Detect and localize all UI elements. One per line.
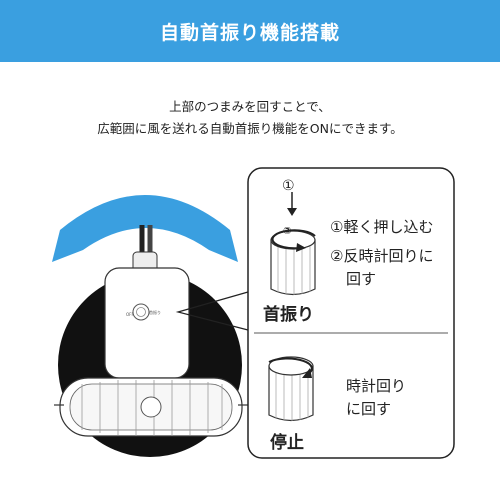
swing-arrow-icon — [52, 195, 238, 262]
page-title: 自動首振り機能搭載 — [159, 21, 340, 44]
stop-text-line-2: に回す — [346, 400, 392, 418]
swing-mode-label: 首振り — [263, 305, 314, 325]
knob-swing-label: 首振り — [149, 310, 161, 315]
description-line-2: 広範囲に風を送れる自動首振り機能をONにできます。 — [97, 121, 403, 136]
stop-mode-label: 停止 — [270, 433, 304, 453]
rotate-counterclockwise-icon — [271, 229, 316, 250]
description-line-1: 上部のつまみを回すことで、 — [169, 99, 331, 114]
step-2-text-line-2: 回す — [346, 270, 377, 288]
step-2-text-line-1: ②反時計回りに — [330, 247, 434, 265]
knob-swing-illustration — [270, 192, 316, 296]
fan-grille — [54, 377, 248, 437]
power-cord — [132, 225, 158, 273]
step-1-marker: ① — [282, 178, 295, 194]
fan-head — [104, 267, 190, 379]
callout-pointer — [175, 291, 249, 331]
rotate-clockwise-icon — [268, 357, 313, 376]
stop-text-line-1: 時計回り — [346, 377, 407, 395]
step-1-text: ①軽く押し込む — [330, 218, 434, 236]
knob-stop-illustration — [268, 356, 314, 422]
knob-off-label: OFF — [126, 312, 134, 317]
header-banner: 自動首振り機能搭載 — [0, 0, 500, 62]
step-2-marker: ② — [283, 226, 292, 237]
swing-knob — [132, 303, 150, 321]
description: 上部のつまみを回すことで、 広範囲に風を送れる自動首振り機能をONにできます。 — [0, 96, 500, 140]
